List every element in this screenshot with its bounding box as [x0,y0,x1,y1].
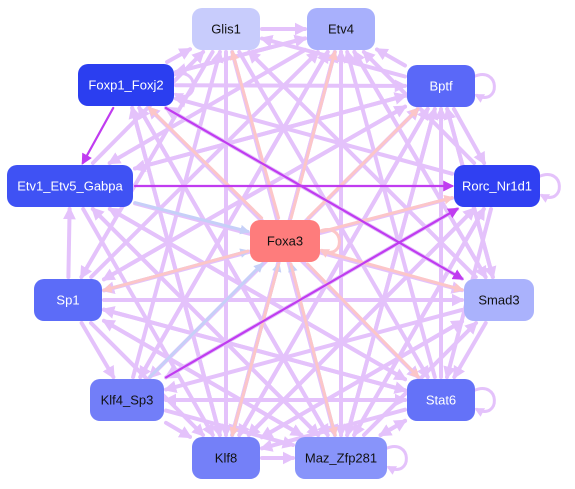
edge-maz_zfp281-to-stat6 [378,418,408,437]
node-klf8[interactable]: Klf8 [192,437,260,479]
node-label: Etv4 [328,22,354,37]
edge-sp1-to-klf4_sp3 [79,321,116,380]
node-etv1_etv5_gabpa[interactable]: Etv1_Etv5_Gabpa [7,165,133,207]
node-foxp1_foxj2[interactable]: Foxp1_Foxj2 [78,64,174,106]
edge-klf4_sp3-to-foxa3 [148,262,264,379]
edge-sp1-to-etv1_etv5_gabpa [63,206,76,279]
node-box [90,379,164,421]
edge-foxa3-to-glis1 [229,50,281,220]
edge-foxa3-to-rorc_nr1d1 [320,194,454,233]
node-label: Rorc_Nr1d1 [462,179,532,194]
node-sp1[interactable]: Sp1 [34,279,102,321]
node-label: Maz_Zfp281 [305,451,377,466]
node-label: Etv1_Etv5_Gabpa [17,179,123,194]
node-label: Foxa3 [267,234,303,249]
node-label: Bptf [429,79,453,94]
edge-glis1-to-stat6 [237,50,430,380]
edge-foxa3-to-klf8 [229,262,281,437]
node-box [250,220,320,262]
edge-maz_zfp281-to-bptf [345,106,439,437]
node-label: Foxp1_Foxj2 [88,78,163,93]
edge-klf4_sp3-to-maz_zfp281 [164,408,296,449]
edge-foxp1_foxj2-to-etv1_etv5_gabpa [81,106,115,165]
node-foxa3[interactable]: Foxa3 [250,220,320,262]
edge-maz_zfp281-to-rorc_nr1d1 [352,206,486,437]
edge-maz_zfp281-to-sp1 [101,318,304,437]
edge-bptf-to-rorc_nr1d1 [451,107,487,166]
edge-klf8-to-rorc_nr1d1 [246,207,477,437]
self-loop-foxp1_foxj2 [171,72,195,102]
self-loop-maz_zfp281 [384,445,408,475]
edge-foxa3-to-sp1 [102,249,250,293]
node-box [454,165,540,207]
node-smad3[interactable]: Smad3 [464,279,534,321]
node-box [192,437,260,479]
edge-bptf-to-etv4 [374,47,407,68]
node-klf4_sp3[interactable]: Klf4_Sp3 [90,379,164,421]
edge-foxa3-to-smad3 [320,249,464,293]
node-label: Glis1 [211,22,241,37]
edge-foxa3-to-maz_zfp281 [289,262,338,437]
edge-klf4_sp3-to-rorc_nr1d1 [164,207,460,379]
edge-smad3-to-stat6 [452,321,488,380]
node-rorc_nr1d1[interactable]: Rorc_Nr1d1 [454,165,540,207]
node-glis1[interactable]: Glis1 [192,8,260,50]
node-box [7,165,133,207]
node-label: Smad3 [478,293,519,308]
node-maz_zfp281[interactable]: Maz_Zfp281 [295,437,387,479]
edge-foxp1_foxj2-to-smad3 [164,106,464,280]
edge-etv1_etv5_gabpa-to-bptf [133,92,408,171]
self-loop-bptf [472,73,496,103]
node-label: Sp1 [56,293,79,308]
edge-klf4_sp3-to-klf8 [164,420,193,439]
edge-foxp1_foxj2-to-glis1 [165,47,193,64]
node-box [407,65,475,107]
node-box [295,437,387,479]
edge-maz_zfp281-to-foxp1_foxj2 [137,105,330,437]
edge-etv1_etv5_gabpa-to-foxa3 [133,201,250,235]
self-loop-foxa3 [317,228,341,258]
self-loop-stat6 [472,387,496,417]
edge-foxa3-to-foxp1_foxj2 [147,106,264,220]
node-box [192,8,260,50]
edge-foxa3-to-stat6 [306,262,420,379]
edge-sp1-to-bptf [102,104,408,282]
node-etv4[interactable]: Etv4 [307,8,375,50]
node-stat6[interactable]: Stat6 [407,379,475,421]
self-loop-rorc_nr1d1 [537,173,561,203]
node-label: Klf8 [215,451,237,466]
node-box [407,379,475,421]
edge-foxa3-to-etv4 [289,50,338,220]
node-label: Stat6 [426,393,456,408]
node-box [34,279,102,321]
edge-klf4_sp3-to-etv4 [138,49,330,379]
node-bptf[interactable]: Bptf [407,65,475,107]
node-box [464,279,534,321]
edge-klf8-to-bptf [237,106,430,437]
node-box [78,64,174,106]
edge-foxp1_foxj2-to-bptf [174,79,408,93]
node-label: Klf4_Sp3 [101,393,154,408]
node-box [307,8,375,50]
edge-stat6-to-etv1_etv5_gabpa [107,207,407,382]
